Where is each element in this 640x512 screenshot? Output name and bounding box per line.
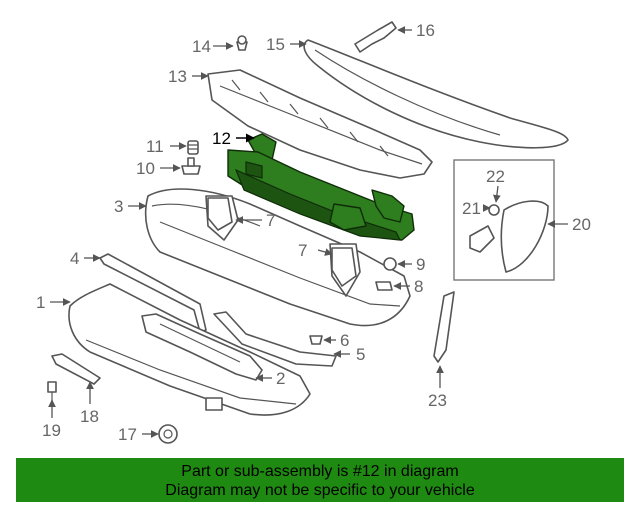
callout-10: 10 — [136, 159, 155, 178]
part-18-lower-strip — [51, 353, 101, 385]
callout-21: 21 — [462, 199, 481, 218]
part-23-molding — [433, 291, 455, 363]
part-15-grille-upper-trim — [303, 39, 569, 149]
banner-line-disclaimer: Diagram may not be specific to your vehi… — [165, 482, 475, 499]
part-8-bolt — [375, 281, 393, 291]
info-banner: Part or sub-assembly is #12 in diagram D… — [16, 458, 624, 502]
callout-3: 3 — [114, 197, 123, 216]
callout-11: 11 — [146, 137, 164, 156]
callout-18: 18 — [80, 407, 99, 426]
part-17-fog-lamp — [158, 424, 178, 444]
callout-12: 12 — [212, 129, 231, 148]
part-14-clip — [236, 35, 248, 51]
callout-20: 20 — [572, 215, 591, 234]
callout-8: 8 — [414, 277, 423, 296]
part-10-bolt — [181, 157, 201, 175]
callout-22: 22 — [486, 167, 505, 186]
part-11-nut — [187, 140, 199, 155]
parts-diagram: 1 2 3 4 5 6 7 7 8 9 10 11 12 13 14 15 16… — [36, 21, 591, 444]
callout-7-left: 7 — [266, 211, 275, 230]
callout-16: 16 — [416, 21, 435, 40]
part-9-fastener — [383, 257, 397, 271]
part-6-clip — [309, 335, 323, 345]
part-13-energy-absorber — [207, 69, 433, 179]
callout-5: 5 — [356, 345, 365, 364]
callout-15: 15 — [266, 35, 285, 54]
callout-labels: 1 2 3 4 5 6 7 7 8 9 10 11 12 13 14 15 16… — [36, 21, 591, 444]
callout-23: 23 — [428, 391, 447, 410]
callout-17: 17 — [118, 425, 137, 444]
callout-1: 1 — [36, 293, 45, 312]
part-19-fastener — [47, 381, 57, 402]
part-16-bracket — [354, 21, 397, 53]
callout-6: 6 — [340, 331, 349, 350]
callout-19: 19 — [42, 421, 61, 440]
part-12-bumper-reinforcement — [227, 133, 415, 241]
part-7-bracket-left — [207, 197, 233, 231]
part-20-group-box — [453, 159, 555, 281]
callout-2: 2 — [276, 369, 285, 388]
callout-14: 14 — [192, 37, 211, 56]
callout-4: 4 — [70, 249, 79, 268]
banner-line-part-number: Part or sub-assembly is #12 in diagram — [181, 463, 459, 480]
callout-13: 13 — [168, 67, 187, 86]
leader-lines — [48, 26, 568, 438]
callout-7-right: 7 — [298, 241, 307, 260]
part-7-bracket-right — [331, 247, 357, 287]
callout-9: 9 — [416, 255, 425, 274]
